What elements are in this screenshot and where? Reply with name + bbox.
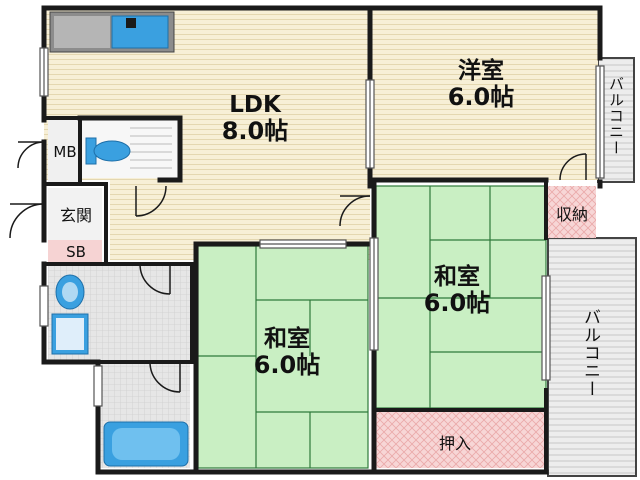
bathtub	[103, 421, 189, 467]
japanese-room-left-floor	[197, 245, 369, 469]
windows	[39, 47, 605, 407]
label-closet: 押入	[438, 434, 471, 453]
washbasin-fixture	[55, 274, 85, 310]
mb-area	[48, 120, 78, 184]
sb-area	[48, 240, 102, 266]
label-entrance: 玄関	[59, 206, 92, 225]
western-room-floor	[372, 10, 598, 180]
room-label-japanese-right: 和室 6.0帖	[402, 264, 512, 318]
room-size-japanese-right: 6.0帖	[423, 289, 491, 318]
label-sb: SB	[66, 243, 86, 261]
balcony-right-area	[547, 237, 637, 477]
entrance-floor	[48, 188, 102, 240]
toilet-fixture	[85, 137, 131, 165]
closet-floor	[376, 412, 546, 468]
room-size-ldk: 8.0帖	[221, 117, 289, 146]
room-label-japanese-left: 和室 6.0帖	[232, 326, 342, 380]
room-size-western: 6.0帖	[447, 83, 515, 112]
label-balcony-right: バルコニー	[580, 308, 600, 398]
label-storage: 収納	[555, 205, 588, 224]
room-name-japanese-right: 和室	[434, 264, 480, 290]
label-balcony-top: バルコニー	[607, 76, 625, 156]
room-name-ldk: LDK	[229, 92, 281, 118]
room-size-japanese-left: 6.0帖	[253, 351, 321, 380]
room-label-western: 洋室 6.0帖	[426, 58, 536, 112]
doors	[9, 141, 587, 393]
room-label-ldk: LDK 8.0帖	[200, 92, 310, 146]
storage-floor	[548, 186, 596, 238]
label-mb: MB	[53, 143, 77, 161]
washing-machine-space	[51, 313, 89, 355]
toilet-floor-lines	[130, 127, 172, 169]
room-name-japanese-left: 和室	[264, 326, 310, 352]
kitchen-counter	[49, 11, 175, 53]
room-name-western: 洋室	[458, 58, 504, 84]
